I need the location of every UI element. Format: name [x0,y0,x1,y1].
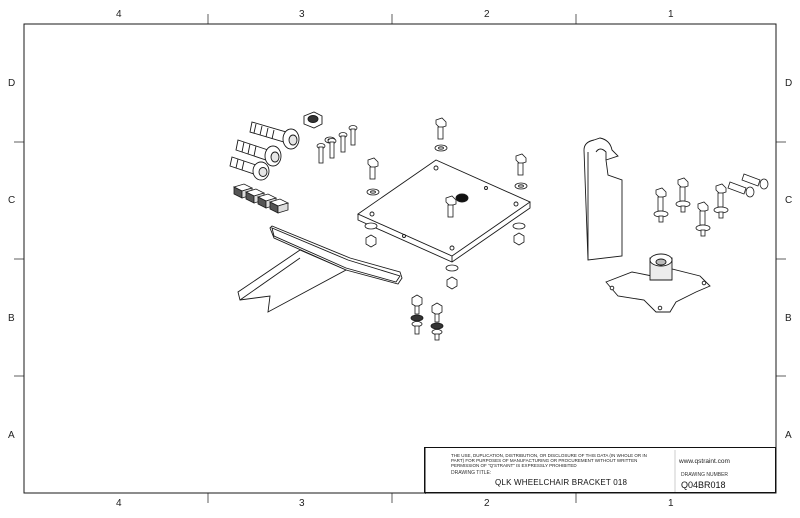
drawing-frame [23,23,777,494]
mount-bolt-1 [653,187,669,223]
drawing-title-label: DRAWING TITLE: [451,470,492,476]
fastener-stack-1 [410,294,424,335]
large-bolt-2 [235,139,282,167]
zone-row-c-right: C [785,195,793,206]
small-bolt-a [316,143,326,164]
square-nuts [232,183,290,214]
drawing-number: Q04BR018 [681,480,726,490]
small-bolt-c [338,132,348,153]
zone-col-1-bottom: 1 [668,498,674,509]
company-website: www.qstraint.com [679,458,730,465]
zone-row-b-left: B [8,313,15,324]
drawing-number-label: DRAWING NUMBER [681,472,729,478]
square-nut-4 [268,198,290,214]
zone-col-4-top: 4 [116,9,122,20]
lock-nut [303,111,323,129]
plate-bolt-left [366,157,380,196]
plate-nut-right [512,222,526,246]
plate-bolt-right [514,153,528,190]
zone-col-3-top: 3 [299,9,305,20]
plate-nut-left [364,222,378,248]
plate-bolt-top [434,117,448,152]
plate-nut-bottom [445,264,459,290]
zone-col-4-bottom: 4 [116,498,122,509]
bracket-arm [237,225,403,313]
zone-row-d-right: D [785,78,793,89]
mount-bolts [653,173,769,237]
base-plate [357,159,531,263]
zone-col-1-top: 1 [668,9,674,20]
small-bolt-b [327,138,337,159]
small-bolt-d [348,125,358,146]
zone-row-a-right: A [785,430,792,441]
zone-col-2-bottom: 2 [484,498,490,509]
plate-bolt-center [445,195,457,218]
title-block: THE USE, DUPLICATION, DISTRIBUTION, OR D… [424,447,776,494]
zone-col-3-bottom: 3 [299,498,305,509]
zone-row-d-left: D [8,78,16,89]
drawing-title: QLK WHEELCHAIR BRACKET 018 [495,478,628,487]
zone-col-2-top: 2 [484,9,490,20]
zone-ticks [14,14,786,503]
fastener-stack-2 [430,302,444,341]
mount-bolt-4 [713,183,729,219]
large-bolt-1 [249,121,300,150]
small-bolts-row [316,125,358,164]
zone-row-b-right: B [785,313,792,324]
plate-nuts [364,222,526,290]
title-block-lines [425,448,676,494]
mount-bolt-2 [675,177,691,213]
mount-bolt-5 [727,181,755,198]
zone-row-c-left: C [8,195,16,206]
copyright-notice: THE USE, DUPLICATION, DISTRIBUTION, OR D… [451,453,647,468]
mount-bolt-6 [741,173,769,190]
upright-bar [583,137,623,261]
swivel-mount [605,253,711,313]
zone-row-a-left: A [8,430,15,441]
mount-bolt-3 [695,201,711,237]
large-bolt-3 [229,156,270,181]
